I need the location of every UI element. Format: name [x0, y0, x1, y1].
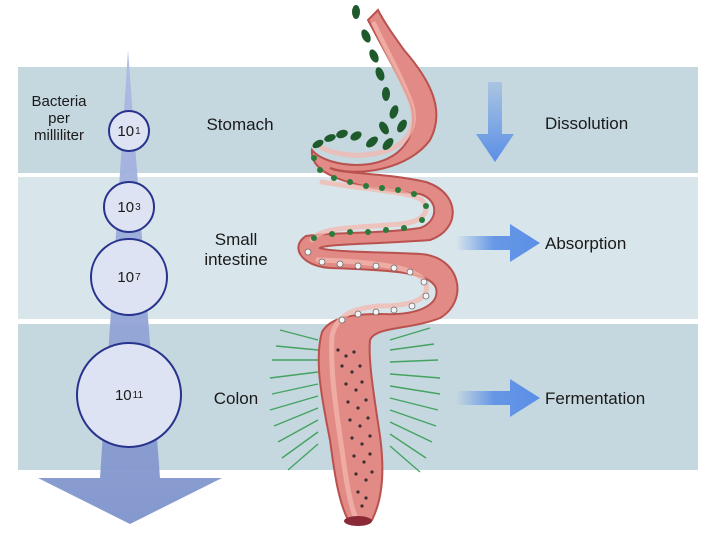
process-label-fermentation: Fermentation	[545, 389, 646, 408]
concentration-exponent: 7	[135, 271, 141, 283]
concentration-circle-2	[103, 181, 155, 233]
process-label-dissolution: Dissolution	[545, 114, 629, 133]
lower-intestine-particles	[304, 248, 430, 324]
fermentation-arrow	[456, 379, 540, 417]
region-label-stomach: Stomach	[206, 115, 274, 134]
concentration-base: 10	[117, 122, 135, 140]
colon-contents	[336, 348, 374, 508]
concentration-exponent: 1	[135, 125, 141, 137]
concentration-base: 10	[117, 268, 135, 286]
small-intestine-bacteria	[311, 155, 429, 241]
concentration-base: 10	[117, 198, 135, 216]
concentration-circle-3	[90, 238, 168, 316]
concentration-circle-4	[76, 342, 182, 448]
gut-lining	[309, 21, 429, 521]
dissolution-arrow	[476, 82, 514, 162]
concentration-base: 10	[114, 386, 132, 404]
concentration-exponent: 3	[135, 201, 141, 213]
region-label-colon: Colon	[213, 389, 259, 408]
absorption-arrow	[456, 224, 540, 262]
stomach-bacteria	[312, 5, 407, 150]
colon-fermentation-hairs	[269, 327, 441, 473]
concentration-exponent: 11	[132, 389, 144, 401]
concentration-circle-1	[108, 110, 150, 152]
colon-opening	[344, 516, 372, 526]
process-label-absorption: Absorption	[545, 234, 627, 253]
